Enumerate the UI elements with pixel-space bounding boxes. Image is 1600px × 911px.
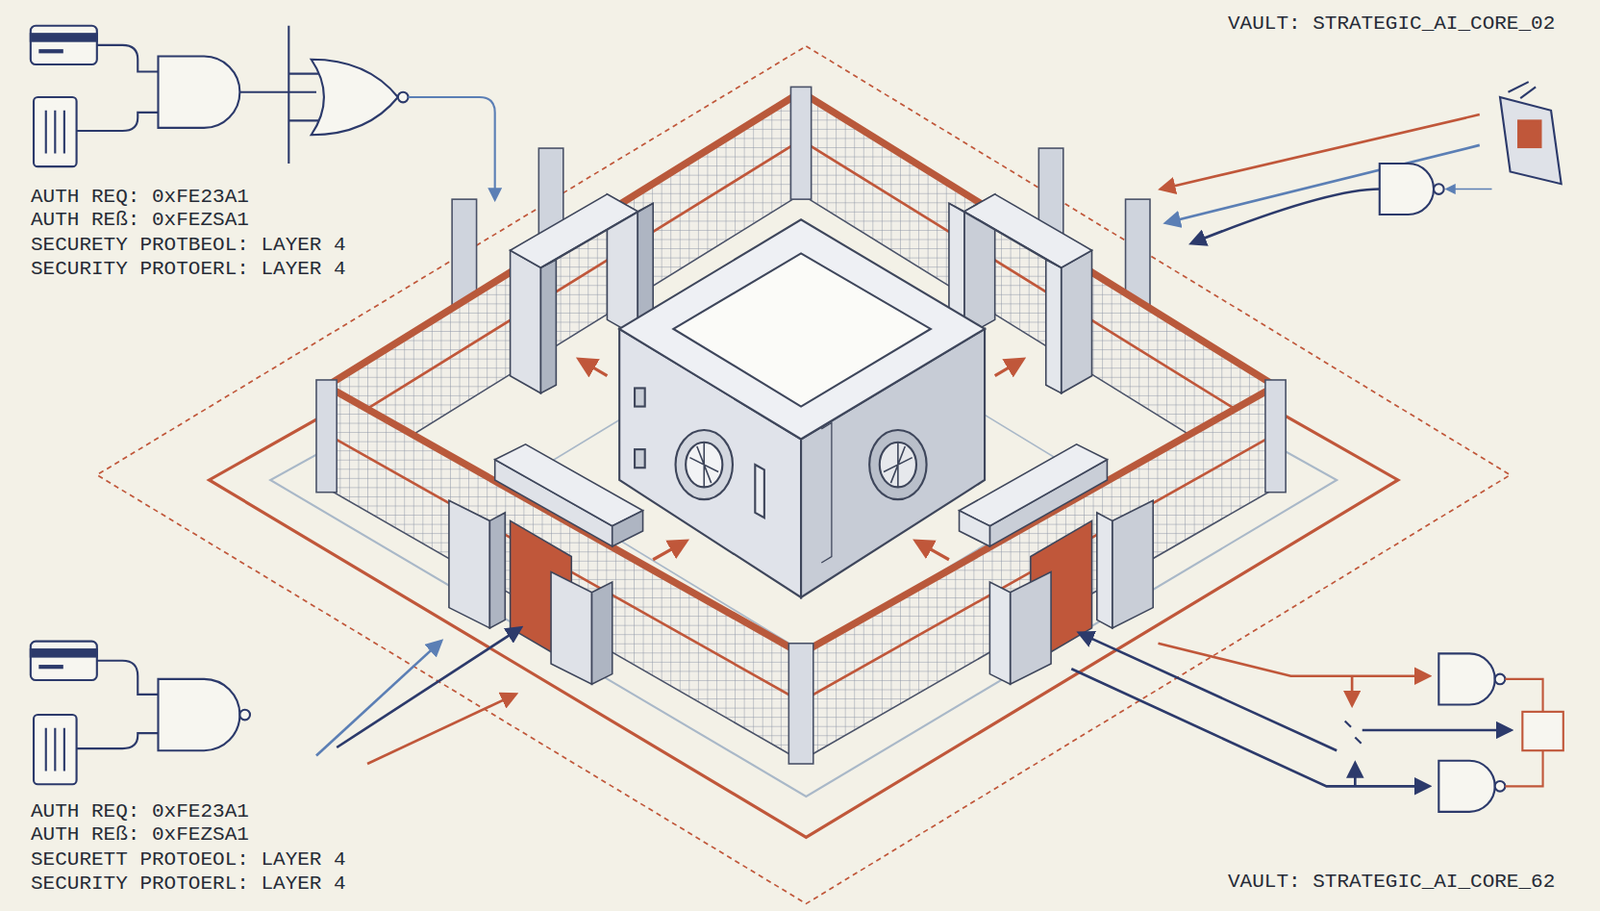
front-gates bbox=[449, 444, 1153, 684]
annotation-text: SECURETY PROTBEOL: LAYER 4 bbox=[30, 233, 347, 257]
logic-bottom-left bbox=[30, 627, 521, 784]
logic-bottom-right bbox=[1071, 632, 1564, 812]
annotation-text: VAULT: STRATEGIC_AI_CORE_62 bbox=[1227, 870, 1555, 894]
annotation-text: SECURITY PROTOERL: LAYER 4 bbox=[30, 257, 347, 281]
front-fence bbox=[316, 379, 1286, 764]
logic-top-right bbox=[1161, 81, 1562, 244]
back-fence bbox=[326, 86, 1276, 488]
logic-top-left bbox=[30, 25, 496, 200]
access-arrows bbox=[579, 359, 1024, 560]
annotation-text: AUTH REQ: 0xFE23A1 bbox=[30, 185, 250, 209]
vault-cube bbox=[619, 219, 985, 598]
annotation-text: AUTH REQ: 0xFE23A1 bbox=[30, 800, 250, 824]
annotation-text: SECURITY PROTOERL: LAYER 4 bbox=[30, 872, 347, 896]
annotation-text: AUTH REß: 0xFEZSA1 bbox=[30, 208, 250, 232]
annotation-text: AUTH REß: 0xFEZSA1 bbox=[30, 823, 250, 847]
ground-outlines bbox=[97, 46, 1511, 903]
annotation-text: VAULT: STRATEGIC_AI_CORE_02 bbox=[1227, 12, 1555, 36]
annotation-text: SECURETT PROTOEOL: LAYER 4 bbox=[30, 848, 347, 872]
